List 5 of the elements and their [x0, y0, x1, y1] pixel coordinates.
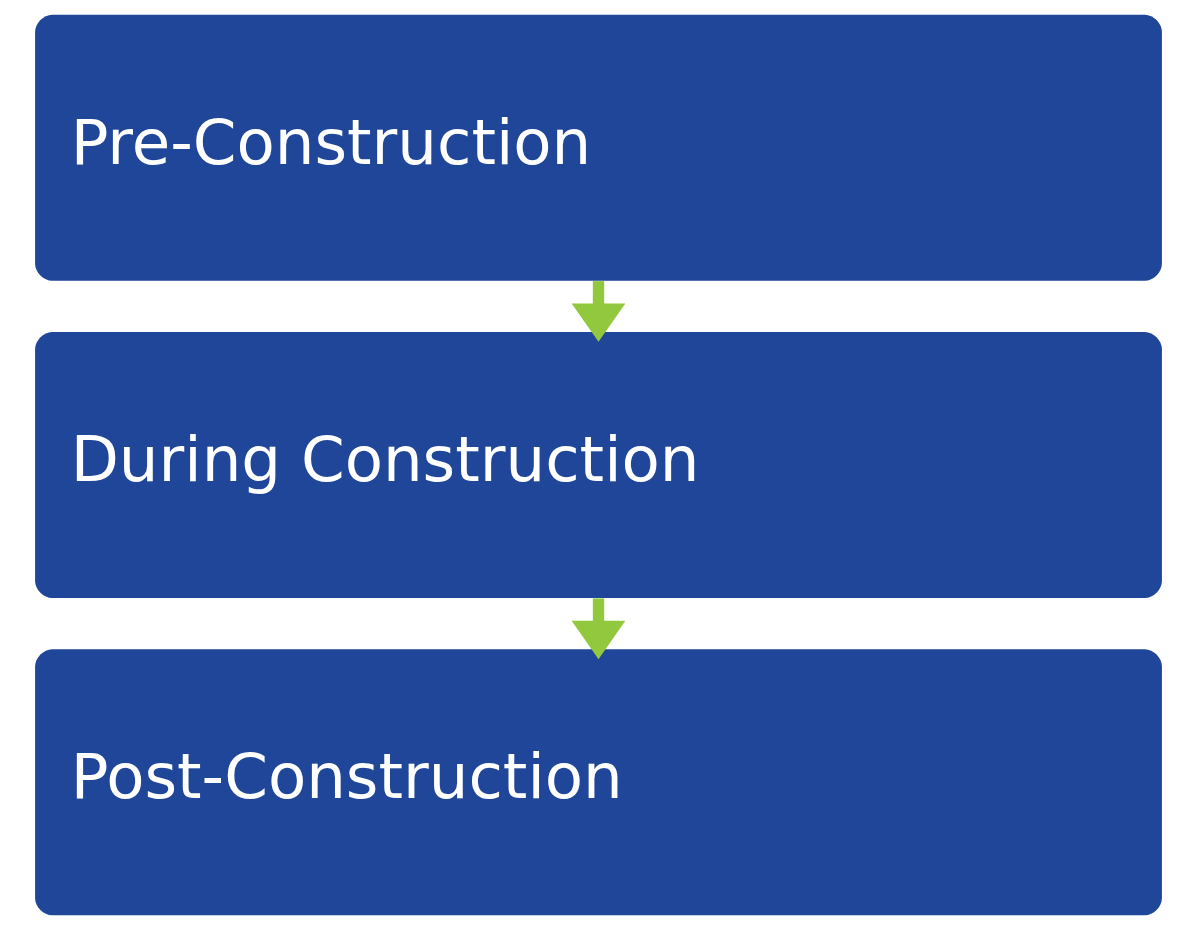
node-box: Post-Construction	[35, 648, 1162, 915]
arrow	[571, 280, 626, 342]
node-box: During Construction	[35, 331, 1162, 598]
arrow	[571, 597, 626, 659]
node-box: Pre-Construction	[35, 14, 1162, 281]
